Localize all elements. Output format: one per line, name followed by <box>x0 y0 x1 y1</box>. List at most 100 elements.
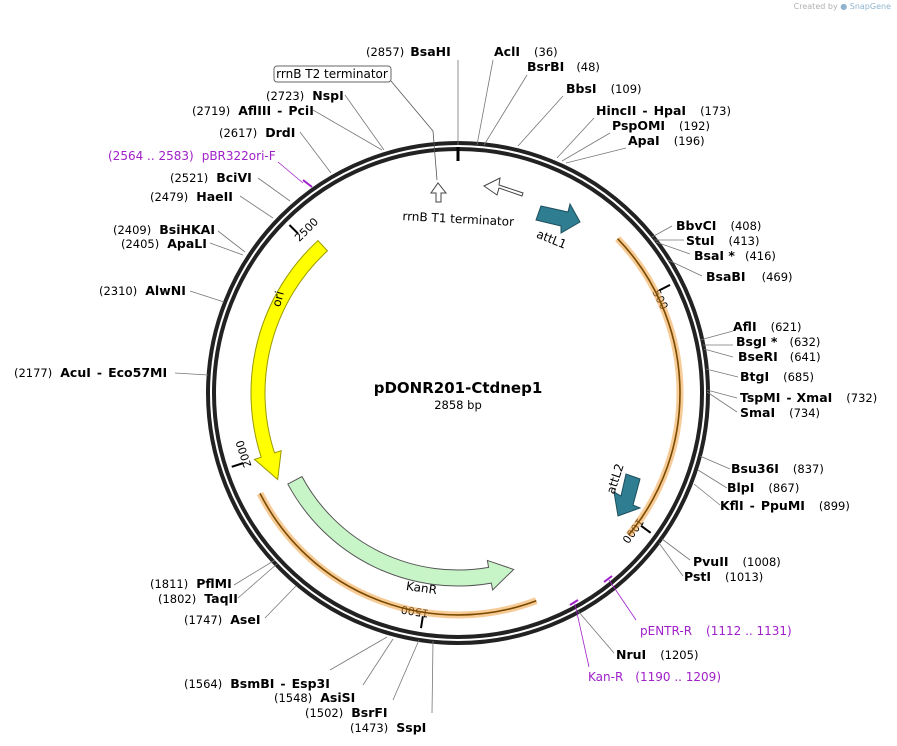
site-acui-eco57mi[interactable]: (2177)AcuI-Eco57MI <box>14 365 167 380</box>
site-btgi-name: BtgI <box>740 369 769 384</box>
site-bbvci[interactable]: BbvCI(408) <box>676 218 761 233</box>
site-tspmi-pos: (732) <box>846 391 877 405</box>
attl2-feature[interactable] <box>613 473 642 517</box>
credit-brand: SnapGene <box>849 2 891 11</box>
site-bsabi[interactable]: BsaBI(469) <box>706 269 793 284</box>
site-nrui-pos: (1205) <box>660 648 698 662</box>
site-afli-name: AflI <box>733 319 757 334</box>
site-bseri-name: BseRI <box>738 349 778 364</box>
site-bsabi-pos: (469) <box>762 270 793 284</box>
primer-label-pentr-r: pENTR-R(1112 .. 1131) <box>640 624 792 638</box>
site-bseri[interactable]: BseRI(641) <box>738 349 821 364</box>
site-asei-name: AseI <box>230 612 260 627</box>
rrnb-t1-terminator-feature[interactable] <box>483 177 524 197</box>
site-afliii-pcii[interactable]: (2719)AflIII-PciI <box>192 103 314 118</box>
site-asei[interactable]: (1747) AseI <box>184 612 261 627</box>
primer-name-kan-r: Kan-R <box>588 670 623 684</box>
scale-tick-label-2500: 2500 <box>292 215 321 244</box>
primer-kan-r-mark <box>569 599 590 668</box>
site-apai-name: ApaI <box>628 133 660 148</box>
site-drdi[interactable]: (2617)DrdI <box>219 125 295 140</box>
site-taqii-name: TaqII <box>204 591 238 606</box>
ori-label: ori <box>269 290 287 309</box>
site-afliii-name: AflIII <box>238 103 271 118</box>
rrnb-t2-leader <box>390 80 434 132</box>
rrnb-t2-leader-2 <box>432 130 438 181</box>
site-bsmbi-esp3i[interactable]: (1564)BsmBI-Esp3I <box>184 676 330 691</box>
primer-range-kan-r: (1190 .. 1209) <box>635 670 721 684</box>
site-xmai-name: XmaI <box>797 390 833 405</box>
site-pspomi[interactable]: PspOMI(192) <box>612 118 710 133</box>
site-bsahi-pos: (2857) <box>366 45 404 59</box>
site-bsgi-pos: (632) <box>789 335 820 349</box>
site-pcii-name: PciI <box>288 103 314 118</box>
site-tspmi-xmai[interactable]: TspMI-XmaI(732) <box>740 390 877 405</box>
site-bsmbi-name: BsmBI <box>230 676 274 691</box>
site-bsai[interactable]: BsaI *(416) <box>694 248 776 263</box>
site-bsihkai[interactable]: (2409)BsiHKAI <box>113 222 215 237</box>
site-kfli-name: KflI <box>720 498 744 513</box>
site-blpi[interactable]: BlpI(867) <box>727 480 799 495</box>
rrnb-t2-terminator-feature[interactable] <box>430 182 448 203</box>
rrnb-t2-terminator-box <box>273 65 392 83</box>
site-bsrfi-pos: (1502) <box>305 706 343 720</box>
site-sspi-name: SspI <box>396 720 426 735</box>
site-bsrfi[interactable]: (1502)BsrFI <box>305 705 388 720</box>
site-bcivi[interactable]: (2521)BciVI <box>170 170 252 185</box>
site-acli[interactable]: AclI(36) <box>494 44 558 59</box>
site-nspi[interactable]: (2723)NspI <box>266 88 344 103</box>
site-afli-pos: (621) <box>771 320 802 334</box>
site-btgi-pos: (685) <box>783 370 814 384</box>
site-bsu36i[interactable]: Bsu36I(837) <box>731 461 824 476</box>
scale-tick-1000 <box>640 524 652 534</box>
site-apali[interactable]: (2405)ApaLI <box>121 236 207 251</box>
site-bbsi[interactable]: BbsI(109) <box>566 81 642 96</box>
site-pvuii[interactable]: PvuII(1008) <box>693 554 781 569</box>
site-bsu36i-name: Bsu36I <box>731 461 779 476</box>
site-bsrbi[interactable]: BsrBI(48) <box>527 59 600 74</box>
site-acui-name: AcuI <box>60 365 91 380</box>
site-acli-name: AclI <box>494 44 520 59</box>
site-alwni[interactable]: (2310)AlwNI <box>99 283 186 298</box>
att-region-top <box>615 236 684 538</box>
site-taqii[interactable]: (1802)TaqII <box>158 591 238 606</box>
site-stui-name: StuI <box>686 233 715 248</box>
site-smai-name: SmaI <box>740 405 775 420</box>
site-bsahi-name: BsaHI <box>410 44 451 59</box>
plasmid-length: 2858 bp <box>434 398 482 412</box>
scale-tick-2500 <box>288 224 299 235</box>
snapgene-credit: Created by ● SnapGene <box>794 2 891 11</box>
site-asisi[interactable]: (1548)AsiSI <box>274 690 355 705</box>
ori-feature[interactable] <box>250 239 329 481</box>
site-kfli-ppumi[interactable]: KflI-PpuMI(899) <box>720 498 850 513</box>
site-pflmi[interactable]: (1811)PflMI <box>150 576 232 591</box>
site-bsai-pos: (416) <box>745 249 776 263</box>
site-asei-pos: (1747) <box>184 613 222 627</box>
rrnb-t2-terminator-label: rrnB T2 terminator <box>276 67 388 81</box>
site-bsahi[interactable]: (2857) BsaHI <box>366 44 451 59</box>
site-afli[interactable]: AflI (621) <box>733 319 802 334</box>
site-ppumi-name: PpuMI <box>761 498 805 513</box>
primer-name-pentr-r: pENTR-R <box>640 624 692 638</box>
site-sspi[interactable]: (1473)SspI <box>350 720 426 735</box>
kanr-feature[interactable] <box>287 475 515 592</box>
site-pflmi-name: PflMI <box>196 576 232 591</box>
site-stui[interactable]: StuI(413) <box>686 233 759 248</box>
site-bsgi[interactable]: BsgI *(632) <box>736 334 820 349</box>
scale-tick-500 <box>658 283 671 292</box>
site-bsihkai-name: BsiHKAI <box>159 222 215 237</box>
site-smai[interactable]: SmaI(734) <box>740 405 820 420</box>
site-apai[interactable]: ApaI(196) <box>628 133 705 148</box>
site-afliii-pos: (2719) <box>192 104 230 118</box>
site-blpi-name: BlpI <box>727 480 754 495</box>
site-pspomi-name: PspOMI <box>612 118 665 133</box>
site-nrui[interactable]: NruI(1205) <box>616 647 698 662</box>
primer-label-pbr322ori-f: (2564 .. 2583)pBR322ori-F <box>108 149 276 163</box>
site-hincii-hpai[interactable]: HincII-HpaI(173) <box>596 103 731 118</box>
attl1-feature[interactable] <box>535 202 581 234</box>
site-haeii[interactable]: (2479)HaeII <box>150 189 233 204</box>
site-btgi[interactable]: BtgI (685) <box>740 369 814 384</box>
site-bbsi-pos: (109) <box>611 82 642 96</box>
site-esp3i-name: Esp3I <box>292 676 330 691</box>
site-psti[interactable]: PstI(1013) <box>684 569 763 584</box>
